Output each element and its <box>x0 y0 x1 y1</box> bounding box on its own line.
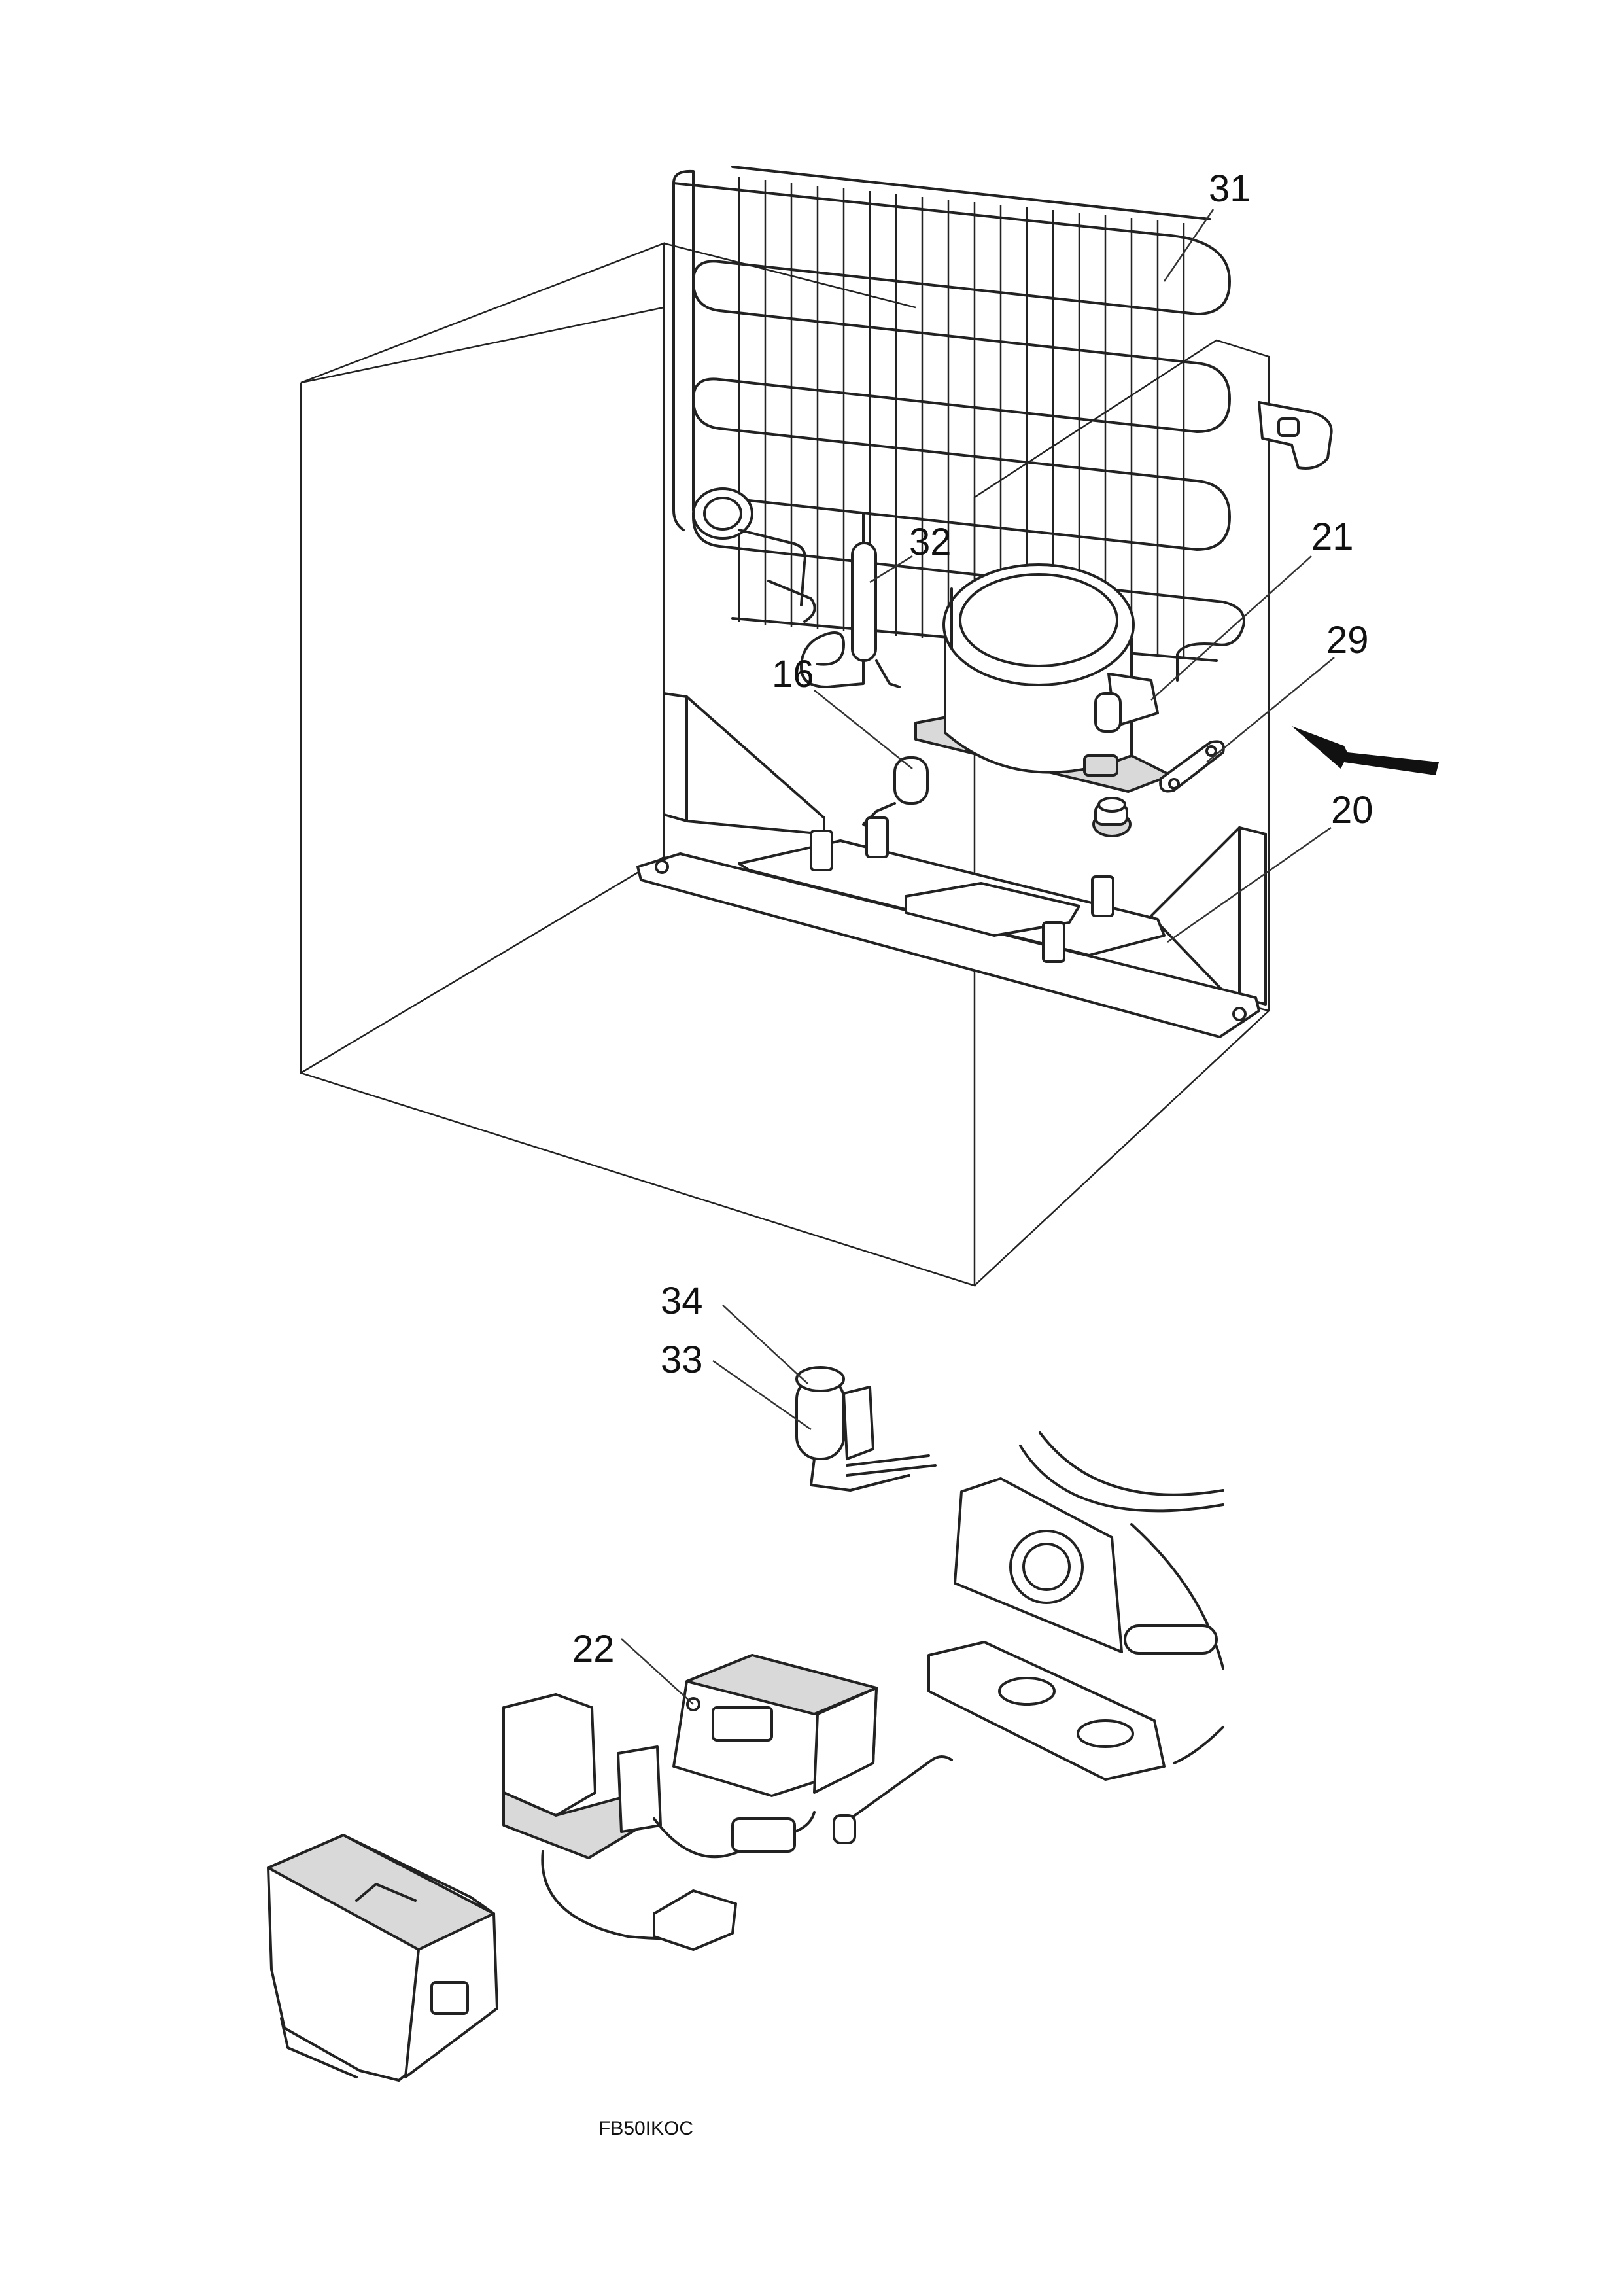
callout-20: 20 <box>1331 789 1373 832</box>
leader-lines <box>621 209 1335 1705</box>
condenser-fins <box>738 177 1185 659</box>
run-capacitor[interactable] <box>795 1366 937 1492</box>
terminal-block[interactable] <box>502 1693 953 1951</box>
rubber-grommet <box>1092 797 1132 837</box>
compressor-terminal-housing <box>927 1431 1224 1781</box>
callout-22: 22 <box>572 1628 615 1670</box>
callout-21: 21 <box>1311 516 1354 558</box>
callout-31: 31 <box>1209 167 1251 210</box>
retaining-clip[interactable] <box>1159 740 1225 793</box>
callout-29: 29 <box>1326 619 1369 661</box>
callout-33: 33 <box>661 1339 703 1381</box>
drawing-code: FB50IKOC <box>598 2118 693 2139</box>
compressor[interactable] <box>914 563 1172 793</box>
starter-relay[interactable] <box>672 1654 878 1797</box>
filter-drier[interactable] <box>767 512 901 688</box>
compressor-base-plate[interactable] <box>636 692 1267 1038</box>
view-direction-arrow-icon <box>1292 726 1439 775</box>
service-valve[interactable] <box>862 756 929 835</box>
callout-labels: 31 32 21 29 16 20 34 33 22 <box>572 167 1373 1670</box>
callout-34: 34 <box>661 1280 703 1322</box>
condenser-clip <box>1258 401 1333 470</box>
callout-32: 32 <box>909 521 952 563</box>
relay-cover <box>267 1834 498 2082</box>
callout-16: 16 <box>772 653 814 695</box>
